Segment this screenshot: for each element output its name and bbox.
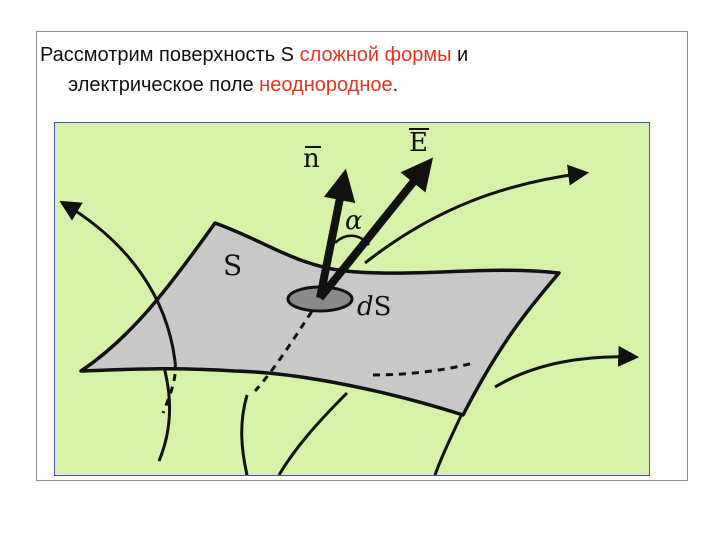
text-line2-prefix: электрическое поле	[68, 74, 260, 96]
flux-figure: n E α S dS	[59, 128, 640, 475]
normal-vector	[316, 168, 356, 299]
field-line-top-right	[364, 164, 590, 265]
label-element-d: d	[357, 292, 374, 322]
text-accent-nonuniform: неоднородное	[259, 74, 393, 96]
label-element-s: S	[374, 292, 392, 322]
text-line2-suffix: .	[392, 74, 399, 96]
label-field: E	[409, 128, 428, 158]
slide-frame	[36, 31, 688, 481]
label-angle: α	[345, 206, 363, 236]
label-surface: S	[223, 249, 242, 282]
slide-text: Рассмотрим поверхность S сложной формы и…	[40, 40, 680, 100]
field-line-center-lower	[240, 394, 249, 475]
line-1: Рассмотрим поверхность S сложной формы и	[40, 44, 468, 66]
line-2: электрическое поле неоднородное.	[40, 70, 680, 100]
field-line-center-dashed	[253, 300, 321, 392]
text-line1-suffix: и	[451, 44, 469, 66]
surface-s	[79, 221, 561, 417]
field-line-right-lower	[277, 391, 349, 475]
field-line-left-dashed	[161, 360, 177, 414]
figure-panel: n E α S dS	[54, 122, 650, 476]
field-line-left-upper	[59, 200, 177, 362]
text-line1-prefix: Рассмотрим поверхность S	[40, 44, 300, 66]
text-accent-complex-shape: сложной формы	[299, 44, 452, 66]
label-normal: n	[303, 144, 320, 174]
label-element: dS	[357, 292, 391, 322]
field-vector	[316, 157, 434, 301]
field-line-right-dashed	[372, 361, 474, 377]
field-line-right	[494, 345, 640, 389]
